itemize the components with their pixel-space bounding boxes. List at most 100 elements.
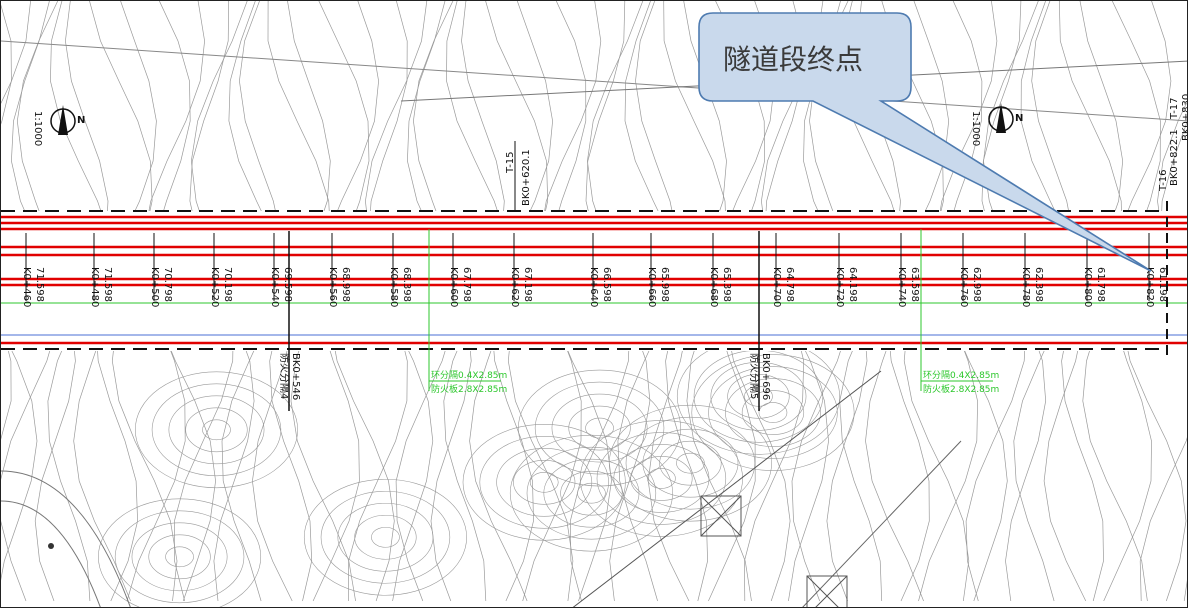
station-elevation: 71.598 xyxy=(34,267,45,302)
station-elevation: 66.598 xyxy=(601,267,612,302)
contour-ring xyxy=(98,498,262,607)
station-elevation: 71.598 xyxy=(102,267,113,302)
contour-ring xyxy=(479,435,609,529)
station-elevation: 61.198 xyxy=(1157,267,1168,302)
contour-ring xyxy=(303,478,467,596)
contour-ring xyxy=(534,381,665,475)
callout-shape xyxy=(698,12,1152,272)
svg-text:N: N xyxy=(77,115,85,126)
contour-ring xyxy=(168,395,265,465)
north-arrow-icon: N xyxy=(50,105,85,135)
contour-ring xyxy=(585,417,614,439)
contour-line xyxy=(1,1,31,440)
spec-line1: 环分隔0.4X2.85m xyxy=(923,370,999,381)
contour-ring xyxy=(526,446,657,540)
contour-ring xyxy=(509,434,673,552)
contour-ring xyxy=(625,416,756,510)
contour-ring xyxy=(647,468,676,489)
contour-ring xyxy=(148,534,211,580)
scale-label: 1:1000 xyxy=(32,111,43,146)
road-line xyxy=(572,370,882,607)
road-line xyxy=(1,40,1187,122)
contour-ring xyxy=(691,354,855,471)
survey-point-icon xyxy=(48,543,54,549)
spec-line2: 防火板2.8X2.85m xyxy=(431,383,507,395)
station-elevation: 62.998 xyxy=(971,267,982,302)
contour-ring xyxy=(518,369,682,487)
station-chainage: K0+760 xyxy=(958,267,969,307)
station-chainage: K0+740 xyxy=(896,267,907,307)
contour-ring xyxy=(551,393,648,463)
contour-ring xyxy=(114,510,245,604)
station-elevation: 70.198 xyxy=(222,267,233,302)
station-chainage: K0+600 xyxy=(448,267,459,307)
svg-text:N: N xyxy=(1015,113,1023,124)
station-chainage: K0+660 xyxy=(646,267,657,307)
structure-cross xyxy=(806,575,839,607)
callout-box: 隧道段终点 xyxy=(698,12,1152,272)
station-chainage: K0+560 xyxy=(327,267,338,307)
station-elevation: 61.798 xyxy=(1095,267,1106,302)
station-chainage: K0+520 xyxy=(209,267,220,307)
station-elevation: 62.398 xyxy=(1033,267,1044,302)
partition-chainage: BK0+696 xyxy=(760,353,771,400)
station-chainage: K0+540 xyxy=(269,267,280,307)
road-curve xyxy=(1,500,101,607)
structure-box xyxy=(700,495,742,537)
partition-chainage: BK0+546 xyxy=(290,353,301,400)
contour-line xyxy=(1,4,38,581)
contour-ring xyxy=(676,452,705,474)
station-elevation: 67.798 xyxy=(461,267,472,302)
station-chainage: K0+800 xyxy=(1082,267,1093,307)
marker-code: T-17 xyxy=(1169,97,1180,120)
station-chainage: K0+640 xyxy=(588,267,599,307)
station-chainage: K0+620 xyxy=(509,267,520,307)
contour-ring xyxy=(608,404,772,522)
road-curve xyxy=(1,470,131,607)
structure-cross xyxy=(700,495,742,537)
contour-ring xyxy=(630,456,693,501)
station-chainage: K0+680 xyxy=(708,267,719,307)
station-elevation: 64.198 xyxy=(847,267,858,302)
partition-name: 防火分隔5 xyxy=(748,353,761,399)
contour-ring xyxy=(320,490,451,584)
station-chainage: K0+480 xyxy=(89,267,100,307)
partition-name: 防火分隔4 xyxy=(278,353,291,399)
station-elevation: 67.198 xyxy=(522,267,533,302)
station-elevation: 63.598 xyxy=(909,267,920,302)
scale-label: 1:1000 xyxy=(970,111,981,146)
marker-chainage: BK0+822.1 xyxy=(1169,129,1180,186)
contour-ring xyxy=(354,514,417,560)
marker-chainage: BK0+830 xyxy=(1181,94,1188,141)
contour-ring xyxy=(337,502,434,572)
contour-ring xyxy=(560,470,623,516)
contour-ring xyxy=(568,405,631,451)
contour-ring xyxy=(708,366,838,459)
contour-ring xyxy=(371,526,400,548)
north-arrow-icon: N xyxy=(988,103,1023,133)
spec-line2: 防火板2.8X2.85m xyxy=(923,383,999,395)
marker-chainage: BK0+620.1 xyxy=(521,149,532,206)
station-chainage: K0+500 xyxy=(149,267,160,307)
station-elevation: 65.398 xyxy=(721,267,732,302)
spec-line1: 环分隔0.4X2.85m xyxy=(431,370,507,381)
contour-ring xyxy=(543,458,640,528)
corridor-band xyxy=(1,211,1187,351)
station-chainage: K0+700 xyxy=(771,267,782,307)
contour-ring xyxy=(202,419,231,441)
callout-label: 隧道段终点 xyxy=(723,43,863,76)
contour-ring xyxy=(151,383,282,477)
contour-ring xyxy=(659,440,722,486)
contour-ring xyxy=(496,447,593,517)
station-chainage: K0+780 xyxy=(1020,267,1031,307)
station-elevation: 70.798 xyxy=(162,267,173,302)
contour-ring xyxy=(185,407,248,453)
contour-ring xyxy=(758,402,788,423)
contour-ring xyxy=(596,432,727,525)
station-elevation: 65.998 xyxy=(659,267,670,302)
contour-ring xyxy=(165,546,194,568)
station-elevation: 64.798 xyxy=(784,267,795,302)
